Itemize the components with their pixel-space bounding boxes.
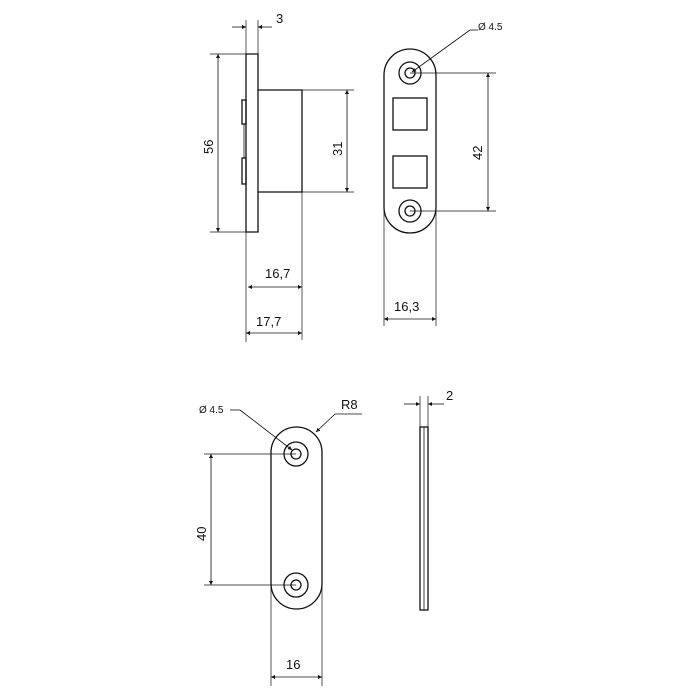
front-view: Ø 4.5 42 16,3 bbox=[383, 22, 503, 326]
dim-plate-width: 16 bbox=[270, 585, 323, 686]
dim-depth-inner: 16,7 bbox=[245, 192, 303, 342]
flange-notch-lower bbox=[241, 157, 247, 185]
dim-plate-radius-label: R8 bbox=[341, 397, 358, 412]
dim-depth-total: 17,7 bbox=[246, 314, 302, 335]
dim-plate-thickness: 2 bbox=[404, 388, 453, 427]
dim-front-hole-label: Ø 4.5 bbox=[478, 22, 503, 33]
plate-side-view: 2 bbox=[404, 388, 453, 611]
dim-body-height: 31 bbox=[302, 89, 354, 193]
dim-front-hole-spacing: 42 bbox=[410, 72, 496, 212]
dim-depth-total-label: 17,7 bbox=[256, 314, 281, 329]
dim-front-hole-spacing-label: 42 bbox=[470, 146, 485, 160]
front-opening-upper bbox=[392, 97, 428, 131]
dim-overall-height-label: 56 bbox=[201, 140, 216, 154]
dim-plate-thickness-label: 2 bbox=[446, 388, 453, 403]
dim-flange-thickness: 3 bbox=[232, 11, 283, 54]
dim-plate-hole-diameter: Ø 4.5 bbox=[199, 405, 293, 451]
dim-plate-hole-label: Ø 4.5 bbox=[199, 405, 224, 416]
front-opening-lower bbox=[392, 155, 428, 189]
dim-flange-thickness-label: 3 bbox=[276, 11, 283, 26]
dim-front-width: 16,3 bbox=[383, 200, 437, 326]
front-view-outline bbox=[383, 48, 437, 234]
dim-body-height-label: 31 bbox=[330, 142, 345, 156]
dim-front-width-label: 16,3 bbox=[394, 299, 419, 314]
plate-view: Ø 4.5 R8 40 16 bbox=[194, 397, 362, 686]
flange-notch-upper bbox=[241, 99, 247, 125]
plate-outline bbox=[270, 426, 323, 610]
dim-plate-width-label: 16 bbox=[286, 657, 300, 672]
dim-front-hole-diameter: Ø 4.5 bbox=[411, 22, 503, 73]
side-view: 3 56 31 16,7 17,7 bbox=[201, 11, 354, 342]
dim-plate-radius: R8 bbox=[315, 397, 362, 433]
dim-plate-hole-spacing-label: 40 bbox=[194, 527, 209, 541]
dim-overall-height: 56 bbox=[201, 53, 246, 233]
dim-depth-inner-label: 16,7 bbox=[265, 266, 290, 281]
dim-plate-hole-spacing: 40 bbox=[194, 453, 296, 586]
side-view-outline bbox=[245, 53, 303, 233]
